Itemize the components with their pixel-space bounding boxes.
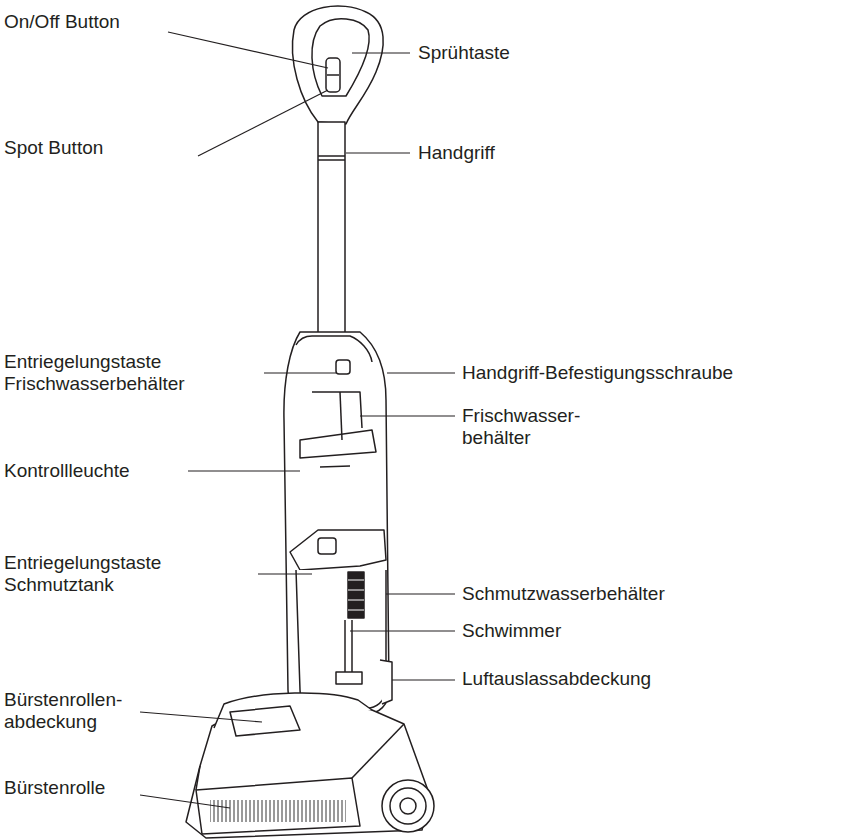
part-label: Entriegelungstaste Schmutztank xyxy=(4,552,264,596)
part-label: Bürstenrolle xyxy=(4,777,144,799)
part-label: Handgriff xyxy=(418,142,618,164)
part-label: Bürstenrollen- abdeckung xyxy=(4,689,144,733)
part-label: On/Off Button xyxy=(4,11,204,33)
leader-lines xyxy=(140,32,455,808)
part-label: Spot Button xyxy=(4,137,204,159)
part-label: Schmutzwasserbehälter xyxy=(462,583,762,605)
part-label: Luftauslassabdeckung xyxy=(462,668,762,690)
part-label: Sprühtaste xyxy=(418,42,618,64)
part-label: Schwimmer xyxy=(462,620,662,642)
part-label: Handgriff-Befestigungsschraube xyxy=(462,362,840,384)
part-label: Entriegelungstaste Frischwasserbehälter xyxy=(4,351,264,395)
part-label: Kontrollleuchte xyxy=(4,460,204,482)
part-label: Frischwasser- behälter xyxy=(462,405,602,449)
